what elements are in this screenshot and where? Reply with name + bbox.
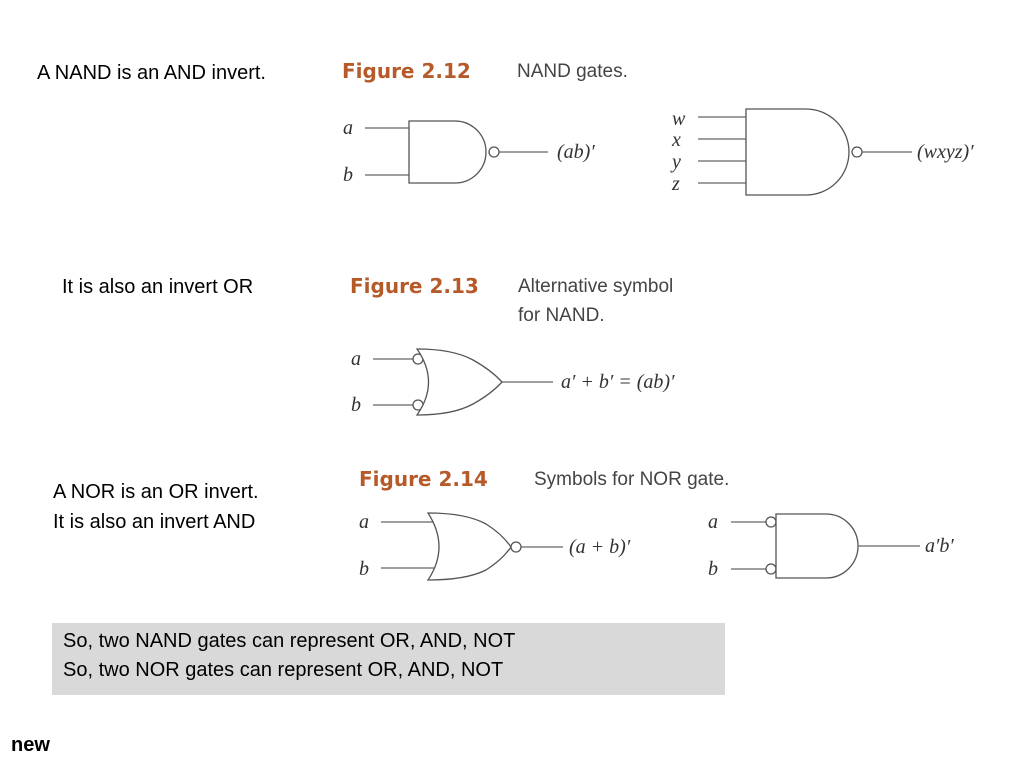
invert-and-gate: a b a′b′ [708,511,954,580]
nor2-input-a-label: a [359,511,369,533]
figure-2-13-caption-line1: Alternative symbol [518,276,674,297]
invert-or-input-a-label: a [351,348,361,370]
nand4-gate: w x y z (wxyz)′ [670,108,974,196]
nand2-input-b-label: b [343,164,353,186]
invert-and-input-a-label: a [708,511,718,533]
note-nand-and-invert: A NAND is an AND invert. [37,62,266,84]
invert-or-input-b-label: b [351,394,361,416]
figure-2-14-caption: Symbols for NOR gate. [534,469,730,490]
figure-2-12-number: Figure 2.12 [342,59,471,83]
nand4-and-body [745,108,850,196]
nand4-inversion-bubble [851,146,863,158]
figure-2-13-caption-line2: for NAND. [518,305,605,326]
nand4-input-y-label: y [670,151,681,173]
nand2-and-body [408,120,487,184]
figure-2-14-number: Figure 2.14 [359,467,488,491]
invert-and-input-b-label: b [708,558,718,580]
invert-and-bubble-b [765,563,777,575]
note-nor-invert-and: It is also an invert AND [53,511,256,533]
nor2-input-b-label: b [359,558,369,580]
invert-or-output-label: a′ + b′ = (ab)′ [561,371,675,393]
nand2-output-label: (ab)′ [557,141,595,163]
nor2-output-label: (a + b)′ [569,536,631,558]
invert-or-gate: a b a′ + b′ = (ab)′ [351,348,675,416]
nor2-gate: a b (a + b)′ [359,511,631,581]
nand4-input-w-label: w [672,108,686,130]
nand2-gate: a b (ab)′ [343,117,595,186]
nor2-or-body [426,512,512,581]
note-nor-or-invert: A NOR is an OR invert. [53,481,259,503]
figure-2-12-caption: NAND gates. [517,61,628,82]
figure-2-13-number: Figure 2.13 [350,274,479,298]
nand4-output-label: (wxyz)′ [917,141,974,163]
nand2-inversion-bubble [488,146,500,158]
note-invert-or: It is also an invert OR [62,276,254,298]
nand2-input-a-label: a [343,117,353,139]
invert-and-output-label: a′b′ [925,535,954,557]
nand4-input-z-label: z [671,173,680,195]
invert-or-or-body [415,348,503,416]
nor2-inversion-bubble [510,541,522,553]
summary-line-nand: So, two NAND gates can represent OR, AND… [63,630,516,652]
invert-and-bubble-a [765,516,777,528]
summary-line-nor: So, two NOR gates can represent OR, AND,… [63,659,504,681]
invert-and-and-body [775,513,859,579]
footer-new-label: new [11,734,50,756]
summary-box: So, two NAND gates can represent OR, AND… [52,623,725,695]
nand4-input-x-label: x [671,129,681,151]
